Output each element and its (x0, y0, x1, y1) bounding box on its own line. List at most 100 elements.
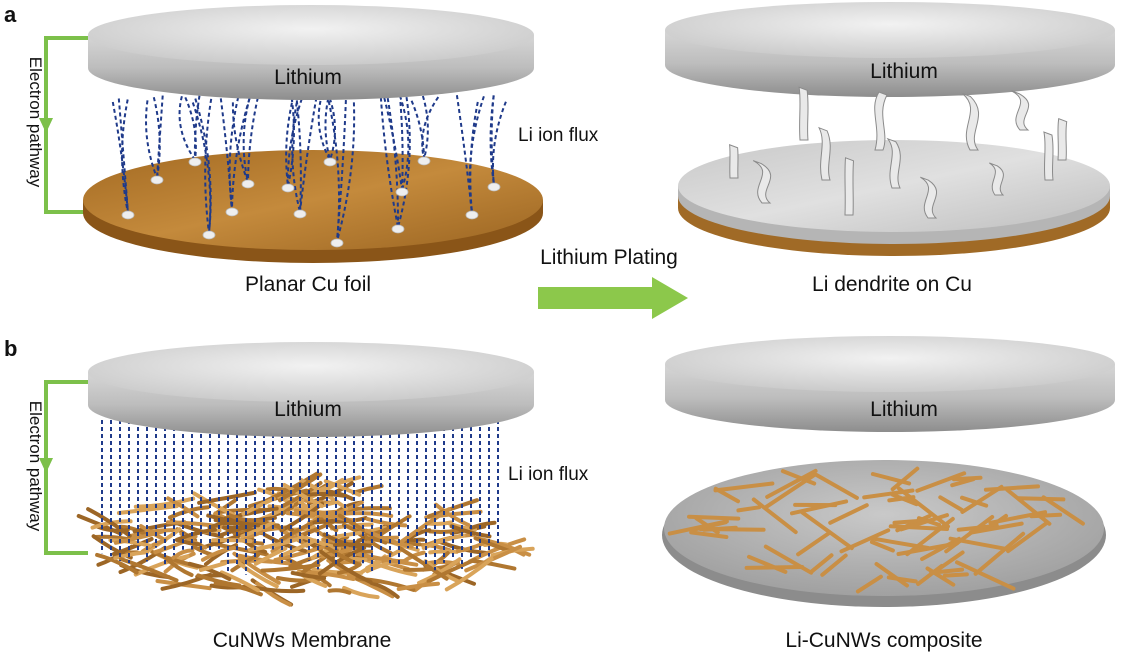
lithium-disc-a-left: Lithium (88, 5, 534, 100)
dendrite (798, 86, 809, 141)
nanowire (302, 491, 347, 498)
nanowire (327, 588, 352, 595)
li-nucleus (281, 183, 295, 193)
flux-line (491, 101, 507, 186)
nanowire (319, 550, 373, 584)
flux-line (383, 97, 403, 191)
nanowire (839, 528, 891, 554)
dendrite (874, 91, 888, 151)
panel-b-letter: b (4, 336, 17, 361)
li-nucleus (465, 210, 479, 220)
flux-line (421, 95, 429, 160)
electron-pathway-a: Electron pathway (26, 36, 88, 214)
lithium-disc-b-left: Lithium (88, 342, 534, 437)
flux-line (410, 100, 425, 160)
panel-a-letter: a (4, 2, 17, 27)
lithium-label-b-right: Lithium (870, 398, 938, 421)
nanowire (333, 542, 372, 548)
nanowire (916, 564, 944, 586)
nanowire (200, 545, 236, 562)
cu-foil-a (83, 150, 543, 263)
dendrite (1011, 90, 1030, 131)
flux-line (291, 95, 301, 213)
li-nucleus (188, 157, 202, 167)
nanowire (444, 556, 494, 592)
nanowire (396, 581, 440, 591)
li-nucleus (391, 224, 405, 234)
process-label: Lithium Plating (540, 246, 678, 269)
nanowire (219, 570, 260, 593)
flux-line (156, 95, 164, 179)
flux-line (317, 100, 331, 161)
nanowire (968, 521, 1024, 535)
li-nucleus (241, 179, 255, 189)
dendrite (886, 137, 901, 189)
composite-nanowires (667, 466, 1085, 594)
nanowire (751, 497, 798, 535)
nanowire (248, 518, 285, 531)
nanowire (118, 557, 179, 583)
nanowire (870, 472, 912, 486)
flux-line (398, 95, 410, 191)
caption-li-cunws-composite: Li-CuNWs composite (785, 629, 982, 652)
nanowire (316, 516, 339, 533)
nanowire (763, 544, 814, 575)
nanowire (260, 562, 321, 573)
li-nucleus (150, 175, 164, 185)
dendrite (920, 176, 938, 219)
nanowire (809, 553, 834, 574)
nanowire (667, 519, 729, 536)
nanowire (1041, 495, 1085, 526)
nanowire (153, 534, 198, 555)
nanowire (828, 503, 869, 525)
nanowire (174, 527, 217, 542)
li-nucleus (417, 156, 431, 166)
nanowire (736, 505, 762, 513)
nanowire (278, 472, 323, 503)
nanowire (896, 486, 950, 529)
nanowire (1029, 512, 1063, 519)
flux-line (117, 98, 129, 214)
nanowire (317, 545, 367, 576)
dendrite (989, 162, 1005, 196)
nanowire (855, 574, 883, 594)
nanowire (796, 530, 832, 557)
nanowire (434, 502, 471, 528)
nanowire (469, 520, 497, 530)
li-dendrites (729, 86, 1068, 219)
caption-li-dendrite: Li dendrite on Cu (812, 273, 972, 296)
flux-line (324, 98, 331, 161)
nanowire (890, 466, 920, 492)
nanowire (351, 484, 384, 495)
flux-line (228, 96, 240, 211)
nanowire (119, 524, 146, 536)
li-ion-flux-lines-b (101, 420, 499, 575)
nanowire (915, 471, 967, 493)
nanowire (237, 553, 299, 566)
nanowire (171, 548, 195, 560)
li-ion-flux-lines-a (111, 95, 507, 242)
li-ion-flux-label-b: Li ion flux (508, 464, 589, 485)
nanowire (273, 544, 328, 562)
flux-line (327, 100, 341, 242)
li-nucleus (487, 182, 501, 192)
flux-line (242, 97, 251, 183)
dendrite (1043, 131, 1054, 181)
caption-planar-cu-foil: Planar Cu foil (245, 273, 371, 296)
nanowire (960, 495, 989, 508)
nanowire (324, 545, 362, 567)
nanowire (713, 481, 775, 493)
nanowire (702, 525, 738, 532)
nanowire (892, 518, 929, 525)
nanowire (1016, 496, 1066, 502)
li-nucleus (323, 157, 337, 167)
nanowire (197, 490, 257, 505)
nanowire (365, 517, 408, 528)
lithium-label-a-left: Lithium (274, 66, 342, 89)
nanowire (426, 498, 479, 519)
li-ion-flux-label-a: Li ion flux (518, 125, 599, 146)
li-nucleus (395, 187, 409, 197)
nanowire (241, 524, 274, 541)
dendrite (729, 143, 739, 179)
nanowire (955, 560, 1016, 591)
